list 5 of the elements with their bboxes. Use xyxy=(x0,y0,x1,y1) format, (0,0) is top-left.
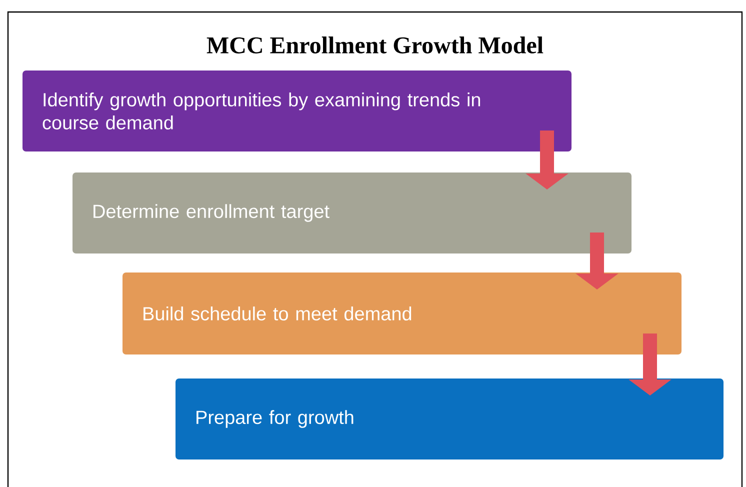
process-box: Build schedule to meet demand xyxy=(122,272,682,356)
process-box: Determine enrollment target xyxy=(72,172,632,254)
title: MCC Enrollment Growth Model xyxy=(206,36,544,54)
process-box: Identify growth opportunities by examining trends in course demand xyxy=(22,70,572,152)
process-box: Prepare for growth xyxy=(174,378,724,460)
